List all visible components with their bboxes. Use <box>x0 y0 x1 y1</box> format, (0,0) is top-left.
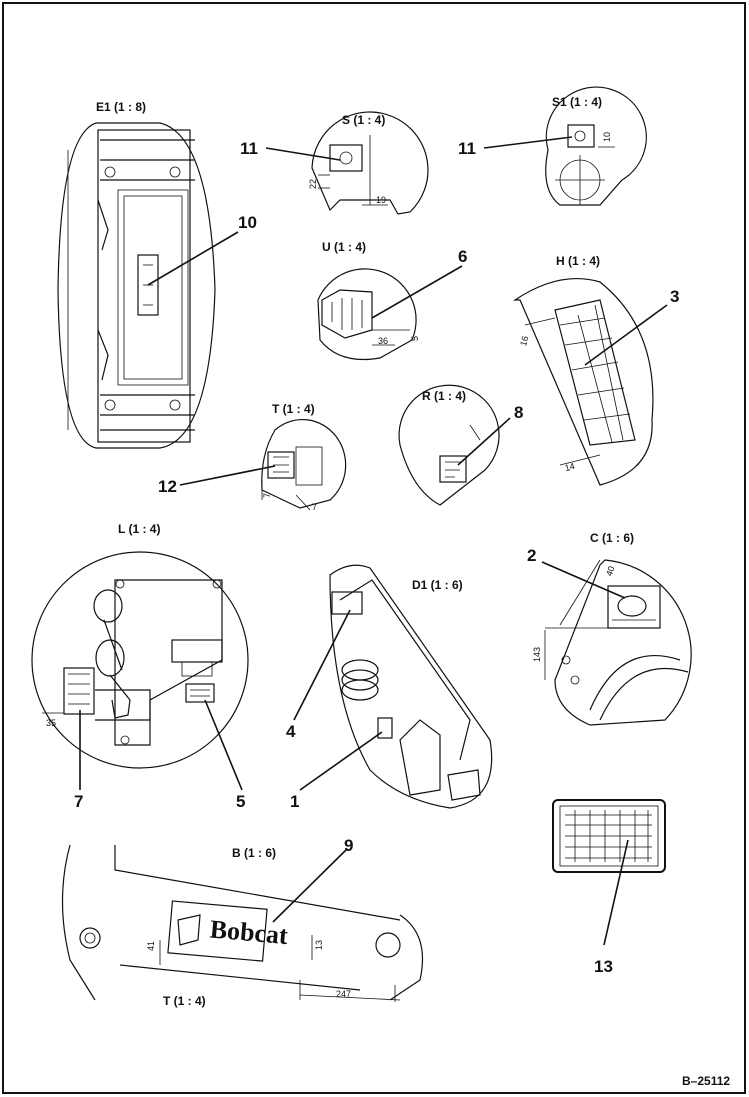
callout-3: 3 <box>670 287 679 306</box>
view-title-c: C (1 : 6) <box>590 531 634 545</box>
decal-5-shape <box>185 683 215 703</box>
view-title-u: U (1 : 4) <box>322 240 366 254</box>
callout-11-right: 11 <box>458 139 476 158</box>
brand-bobcat: Bobcat <box>209 914 290 950</box>
decal-8-shape <box>439 455 467 483</box>
view-title-d1: D1 (1 : 6) <box>412 578 463 592</box>
decal-1-shape <box>377 717 393 739</box>
view-s1: S1 (1 : 4) 10 <box>545 86 647 206</box>
view-title-l: L (1 : 4) <box>118 522 160 536</box>
decal-6-shape <box>321 289 373 339</box>
view-title-t-upper: T (1 : 4) <box>272 402 315 416</box>
view-u: U (1 : 4) 36 5 <box>317 240 420 361</box>
view-h: H (1 : 4) 16 14 <box>513 254 654 486</box>
callout-13: 13 <box>594 957 613 976</box>
dim-u-36: 36 <box>378 336 388 346</box>
view-s: S (1 : 4) 22 19 <box>308 111 429 215</box>
decal-4-shape <box>331 591 363 615</box>
dim-l-35: 35 <box>46 718 56 728</box>
callout-7: 7 <box>74 792 83 811</box>
dim-h-16: 16 <box>518 335 530 347</box>
view-b: B (1 : 6) Bobcat 41 13 247 T (1 : 4) <box>61 844 424 1008</box>
callout-8: 8 <box>514 403 523 422</box>
view-e1: E1 (1 : 8) <box>57 100 216 449</box>
dim-c-40: 40 <box>604 565 617 578</box>
decal-10-shape <box>137 254 159 316</box>
dim-s-19: 19 <box>376 195 386 205</box>
callout-12: 12 <box>158 477 177 496</box>
view-title-r: R (1 : 4) <box>422 389 466 403</box>
callout-1: 1 <box>290 792 299 811</box>
callout-11-left: 11 <box>240 139 258 158</box>
dim-u-5: 5 <box>410 336 420 341</box>
view-r: R (1 : 4) <box>398 384 500 506</box>
decal-12-shape <box>267 451 295 479</box>
view-l: L (1 : 4) 35 <box>31 522 249 769</box>
callout-6: 6 <box>458 247 467 266</box>
view-title-s1: S1 (1 : 4) <box>552 95 602 109</box>
view-title-b: B (1 : 6) <box>232 846 276 860</box>
view-title-t-lower: T (1 : 4) <box>163 994 206 1008</box>
decal-9-shape <box>167 900 268 962</box>
decal-13 <box>552 799 666 873</box>
callout-2: 2 <box>527 546 536 565</box>
dim-s1-10: 10 <box>602 132 612 142</box>
dim-s-22: 22 <box>308 179 318 189</box>
dim-b-247: 247 <box>336 989 351 999</box>
callout-4: 4 <box>286 722 296 741</box>
dim-b-41: 41 <box>146 941 156 951</box>
view-title-e1: E1 (1 : 8) <box>96 100 146 114</box>
view-t-upper: T (1 : 4) 7 7 <box>261 402 347 512</box>
dim-h-14: 14 <box>564 461 576 473</box>
dim-t-7b: 7 <box>312 502 317 512</box>
callout-10: 10 <box>238 213 257 232</box>
callout-5: 5 <box>236 792 245 811</box>
view-title-h: H (1 : 4) <box>556 254 600 268</box>
dim-c-143: 143 <box>532 647 542 662</box>
view-d1: D1 (1 : 6) <box>329 564 493 809</box>
decal-7-shape <box>63 667 95 715</box>
callout-9: 9 <box>344 836 353 855</box>
decal-3-shape <box>554 299 636 446</box>
dim-b-13: 13 <box>314 940 324 950</box>
figure-id: B–25112 <box>682 1074 730 1088</box>
decal-2-shape <box>607 585 661 629</box>
dim-t-7a: 7 <box>262 493 272 498</box>
view-title-s: S (1 : 4) <box>342 113 385 127</box>
view-c: C (1 : 6) 40 143 <box>532 531 692 726</box>
